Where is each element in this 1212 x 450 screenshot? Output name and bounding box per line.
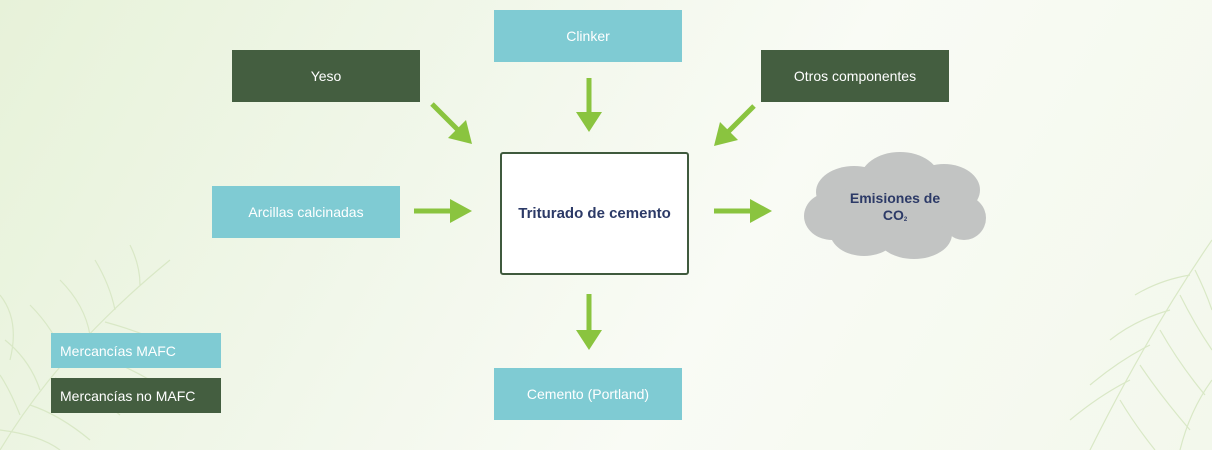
clinker-label: Clinker <box>566 28 610 44</box>
yeso-box: Yeso <box>232 50 420 102</box>
arrow-cemento-down <box>576 294 602 350</box>
emissions-line1: Emisiones de <box>849 190 941 206</box>
legend-mafc-label: Mercancías MAFC <box>60 342 176 359</box>
emissions-line2: CO2 <box>802 207 988 229</box>
arrow-clinker-down <box>576 78 602 132</box>
arrow-arcillas-right <box>414 199 472 223</box>
otros-componentes-label: Otros componentes <box>793 68 917 84</box>
arcillas-calcinadas-box: Arcillas calcinadas <box>212 186 400 238</box>
legend-no-mafc-label: Mercancías no MAFC <box>60 387 196 404</box>
cemento-label: Cemento (Portland) <box>526 386 650 402</box>
triturado-label: Triturado de cemento <box>518 205 671 222</box>
emissions-subscript: 2 <box>903 217 908 223</box>
emissions-co: CO <box>882 207 904 223</box>
otros-componentes-box: Otros componentes <box>761 50 949 102</box>
legend-no-mafc: Mercancías no MAFC <box>51 378 221 413</box>
legend-mafc: Mercancías MAFC <box>51 333 221 368</box>
arrow-yeso-diagonal <box>430 102 472 144</box>
arcillas-calcinadas-label: Arcillas calcinadas <box>248 204 364 220</box>
clinker-box: Clinker <box>494 10 682 62</box>
triturado-box: Triturado de cemento <box>500 152 689 275</box>
leaf-decoration-right <box>1069 239 1212 450</box>
emissions-cloud <box>804 152 986 259</box>
arrow-emissions-right <box>714 199 772 223</box>
cemento-box: Cemento (Portland) <box>494 368 682 420</box>
emissions-label: Emisiones de CO2 <box>802 190 988 229</box>
yeso-label: Yeso <box>310 68 342 84</box>
arrow-otros-diagonal <box>714 104 756 146</box>
